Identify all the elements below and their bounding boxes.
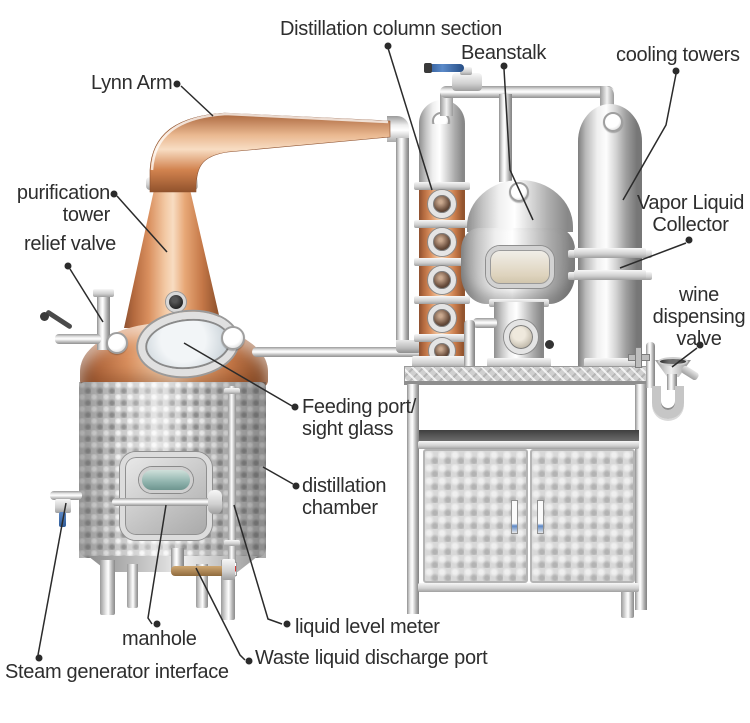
steam-interface-valve-body bbox=[55, 499, 71, 513]
relief-valve-lever bbox=[45, 309, 73, 330]
level-tube-clamp bbox=[224, 388, 240, 394]
label-lynn-arm: Lynn Arm bbox=[91, 72, 173, 94]
beanstalk-side-pipe bbox=[464, 320, 475, 368]
manhole-door bbox=[120, 452, 212, 540]
beanstalk-base-flange bbox=[487, 358, 551, 368]
wine-funnel-stem bbox=[667, 374, 677, 390]
label-purification-tower: purification tower bbox=[16, 182, 110, 226]
vapor-liquid-collector-clamp bbox=[574, 248, 646, 258]
column-clamp bbox=[414, 220, 470, 228]
label-distillation-column-section: Distillation column section bbox=[280, 18, 502, 40]
label-steam-generator-interface: Steam generator interface bbox=[5, 661, 229, 683]
wine-spout bbox=[680, 364, 700, 382]
beanstalk-panel bbox=[486, 246, 554, 288]
column-downpipe bbox=[396, 138, 409, 346]
cabinet-shadow-band bbox=[419, 430, 639, 441]
top-valve-stem bbox=[460, 67, 472, 75]
label-waste-liquid-discharge-port: Waste liquid discharge port bbox=[255, 647, 488, 669]
leader-lynn-arm bbox=[173, 80, 214, 117]
cabinet-door-left bbox=[423, 449, 528, 583]
collector-clamp-tab bbox=[568, 250, 578, 258]
cooling-tower-thermometer bbox=[603, 112, 623, 132]
relief-valve-fitting bbox=[93, 289, 114, 297]
label-wine-dispensing-valve: wine dispensing valve bbox=[652, 284, 746, 350]
label-liquid-level-meter: liquid level meter bbox=[295, 616, 440, 638]
beanstalk-side-stub bbox=[473, 318, 497, 328]
leader-distillation-chamber bbox=[262, 466, 300, 490]
wine-u-trap bbox=[652, 386, 684, 419]
manhole-window bbox=[139, 467, 193, 493]
chamber-leg bbox=[127, 564, 138, 608]
cone-top-port bbox=[166, 292, 186, 312]
waste-discharge-elbow bbox=[171, 566, 227, 576]
beanstalk-thermometer bbox=[509, 182, 529, 202]
column-steel-section bbox=[419, 124, 465, 188]
waste-discharge-flange bbox=[222, 559, 235, 580]
vapor-liquid-collector-clamp bbox=[574, 270, 646, 280]
top-valve-body bbox=[452, 73, 482, 91]
collector-clamp-tab bbox=[568, 272, 578, 280]
top-valve-handle-tip bbox=[424, 63, 432, 73]
manhole-crossbar bbox=[112, 498, 218, 506]
label-distillation-chamber: distillation chamber bbox=[302, 475, 387, 519]
column-clamp bbox=[414, 258, 470, 266]
column-downpipe-elbow bbox=[396, 340, 425, 353]
column-sight-glass bbox=[428, 228, 456, 256]
label-beanstalk: Beanstalk bbox=[461, 42, 547, 64]
liquid-level-meter-tube bbox=[228, 386, 236, 578]
chamber-leg bbox=[100, 560, 115, 615]
cabinet-top-rail bbox=[418, 441, 639, 449]
relief-pressure-gauge bbox=[106, 332, 128, 354]
steam-interface-pipe bbox=[50, 491, 82, 500]
manhole-hinge-knob bbox=[208, 490, 222, 514]
cabinet-bottom-rail bbox=[418, 583, 639, 592]
column-clamp bbox=[414, 296, 470, 304]
cabinet-handle-right bbox=[537, 500, 544, 534]
stand-leg-right bbox=[635, 384, 647, 610]
wine-valve-handle bbox=[635, 347, 642, 368]
stand-leg-left bbox=[407, 384, 419, 614]
column-clamp bbox=[414, 182, 470, 190]
top-valve-blue-handle bbox=[428, 64, 464, 72]
beanstalk-sight-glass bbox=[504, 320, 538, 354]
cabinet-foot bbox=[621, 592, 634, 618]
label-feeding-port-sight-glass: Feeding port/ sight glass bbox=[302, 396, 416, 440]
cabinet-handle-left bbox=[511, 500, 518, 534]
beanstalk-neck-cock bbox=[545, 340, 554, 349]
cone-clamp-ring bbox=[146, 177, 198, 190]
steam-interface-valve-handle bbox=[59, 512, 66, 527]
dome-pressure-gauge bbox=[221, 326, 245, 350]
stand-tabletop-edge bbox=[404, 381, 650, 385]
label-cooling-towers: cooling towers bbox=[616, 44, 740, 66]
wine-valve-post bbox=[646, 342, 655, 388]
cabinet-door-right bbox=[530, 449, 635, 583]
column-sight-glass bbox=[428, 304, 456, 332]
relief-valve-side-pipe bbox=[55, 334, 101, 344]
waste-discharge-stub bbox=[171, 548, 184, 570]
column-base-flange bbox=[412, 356, 472, 368]
label-vapor-liquid-collector: Vapor Liquid Collector bbox=[636, 192, 745, 236]
column-sight-glass bbox=[428, 266, 456, 294]
label-relief-valve: relief valve bbox=[24, 233, 116, 255]
wine-funnel-mouth bbox=[658, 357, 688, 366]
level-tube-clamp bbox=[224, 540, 240, 546]
beanstalk-feed-pipe bbox=[499, 94, 512, 182]
collector-clamp-tab bbox=[642, 272, 652, 280]
relief-valve-lever-knob bbox=[40, 312, 49, 321]
dome-to-column-pipe bbox=[252, 347, 424, 357]
column-sight-glass bbox=[428, 190, 456, 218]
stand-tabletop bbox=[404, 366, 650, 382]
label-manhole: manhole bbox=[122, 628, 197, 650]
